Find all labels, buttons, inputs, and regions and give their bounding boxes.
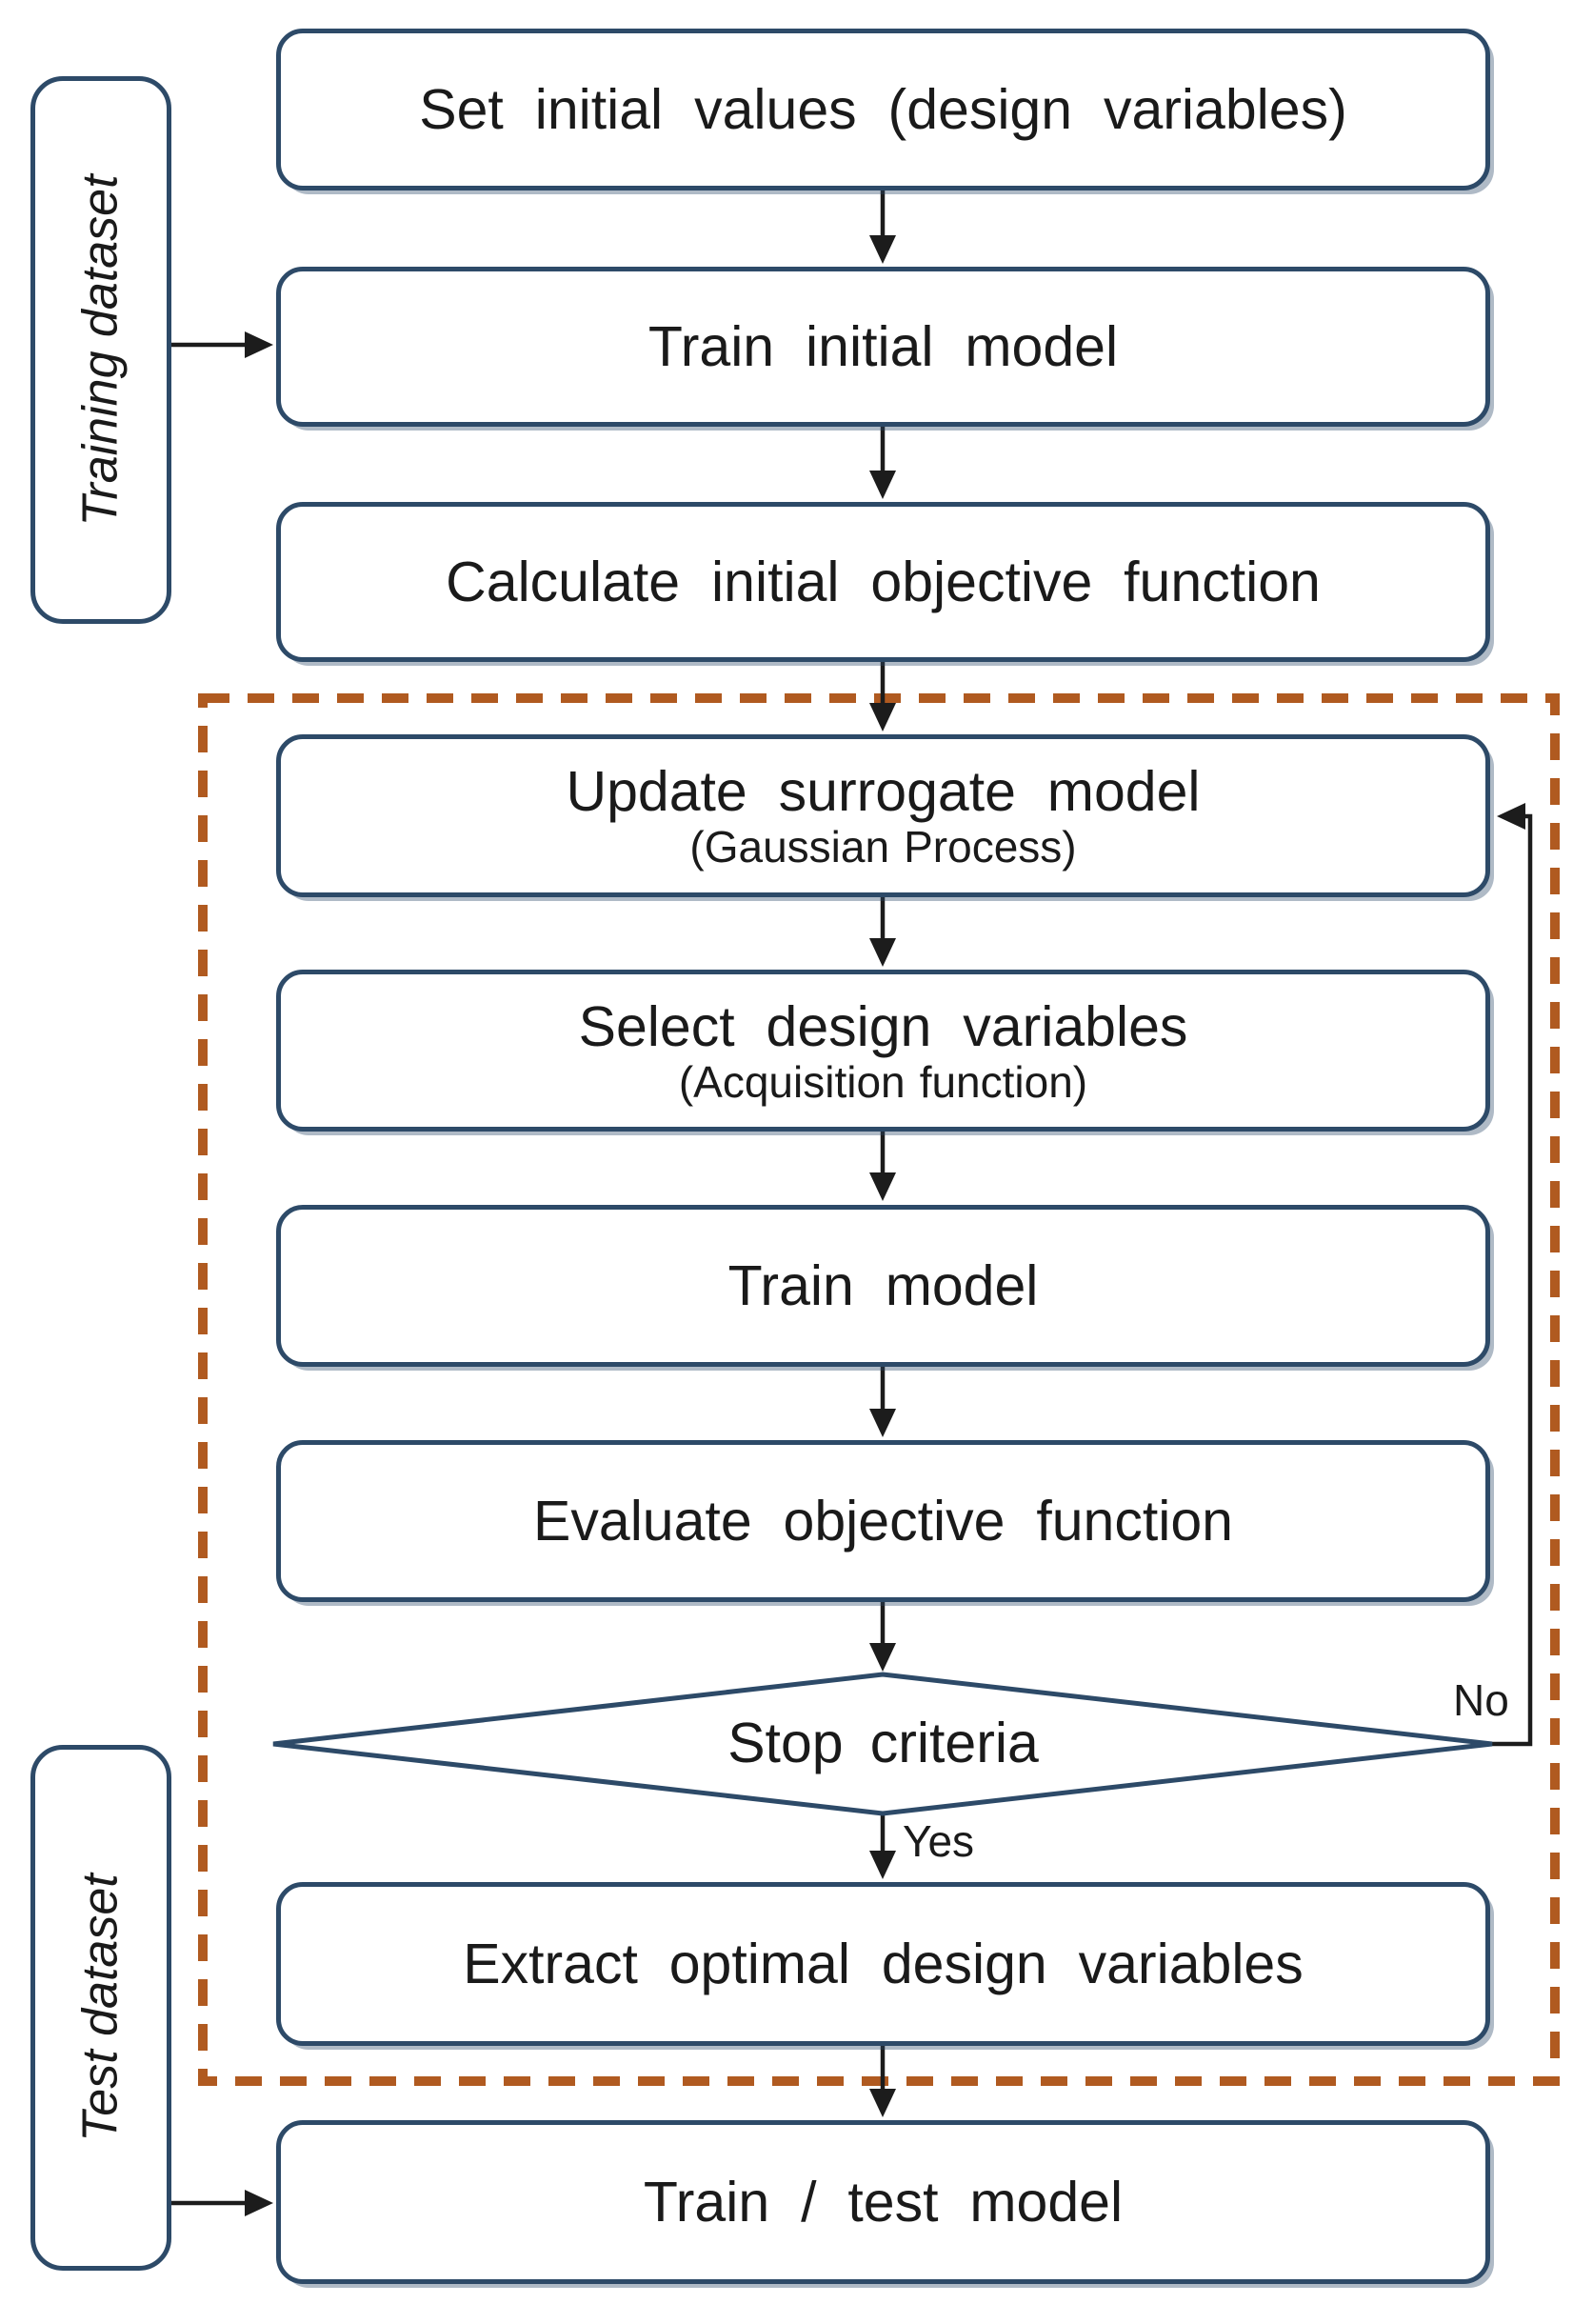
flow-step-update-surrogate-model: Update surrogate model (Gaussian Process…	[276, 734, 1490, 897]
flow-step-train-model: Train model	[276, 1205, 1490, 1367]
arrow-head	[869, 471, 896, 499]
arrow-test-dataset-to-train-test	[171, 2190, 273, 2216]
arrow-head	[869, 2089, 896, 2117]
step-label: Calculate initial objective function	[446, 550, 1321, 613]
arrow-head	[869, 1409, 896, 1437]
arrow-select-to-train-model	[869, 1132, 896, 1201]
decision-diamond	[272, 1672, 1493, 1816]
flow-step-set-initial-values: Set initial values (design variables)	[276, 29, 1490, 190]
feedback-line	[1492, 813, 1533, 1747]
arrow-head	[869, 1851, 896, 1879]
arrow-head	[869, 235, 896, 264]
flow-step-evaluate-objective: Evaluate objective function	[276, 1440, 1490, 1602]
yes-branch-label: Yes	[903, 1816, 975, 1866]
step-sublabel-gaussian-process: (Gaussian Process)	[689, 822, 1077, 872]
step-label: Update surrogate model	[566, 760, 1201, 824]
arrow-training-dataset-to-train-initial	[171, 331, 273, 358]
no-branch-label: No	[1453, 1675, 1509, 1725]
stop-criteria-label: Stop criteria	[727, 1712, 1039, 1774]
arrow-evaluate-to-stop-criteria	[869, 1602, 896, 1672]
side-box-test-dataset: Test dataset	[30, 1745, 171, 2271]
test-dataset-label: Test dataset	[73, 1873, 129, 2142]
flow-step-extract-optimal-design-variables: Extract optimal design variables	[276, 1882, 1490, 2046]
step-sublabel-acquisition-function: (Acquisition function)	[678, 1056, 1088, 1107]
step-label: Select design variables	[578, 994, 1188, 1058]
arrow-head	[1497, 803, 1525, 830]
arrow-set-to-train-initial	[869, 190, 896, 264]
feedback-no-loop	[1492, 803, 1533, 1747]
flow-step-select-design-variables: Select design variables (Acquisition fun…	[276, 970, 1490, 1132]
step-label: Train model	[727, 1253, 1039, 1317]
arrow-head	[245, 331, 273, 358]
arrow-head	[869, 938, 896, 967]
loop-dashed-border	[198, 693, 1560, 2086]
arrow-head	[869, 703, 896, 731]
side-box-training-dataset: Training dataset	[30, 76, 171, 624]
training-dataset-label: Training dataset	[73, 173, 129, 527]
arrow-extract-to-train-test	[869, 2046, 896, 2117]
step-label: Train initial model	[647, 314, 1119, 378]
step-label: Extract optimal design variables	[463, 1932, 1304, 1995]
step-label: Evaluate objective function	[533, 1489, 1233, 1553]
arrow-update-to-select	[869, 897, 896, 967]
step-label: Set initial values (design variables)	[419, 77, 1347, 141]
flow-step-calculate-initial-objective: Calculate initial objective function	[276, 502, 1490, 662]
arrow-head	[245, 2190, 273, 2216]
arrow-train-model-to-evaluate	[869, 1367, 896, 1437]
arrow-head	[869, 1172, 896, 1201]
flow-step-train-initial-model: Train initial model	[276, 267, 1490, 427]
step-label: Train / test model	[643, 2170, 1124, 2234]
arrow-calculate-to-update	[869, 662, 896, 731]
arrow-head	[869, 1643, 896, 1672]
flow-step-train-test-model: Train / test model	[276, 2120, 1490, 2284]
arrow-stop-yes-to-extract	[869, 1813, 896, 1879]
arrow-train-initial-to-calculate	[869, 427, 896, 499]
